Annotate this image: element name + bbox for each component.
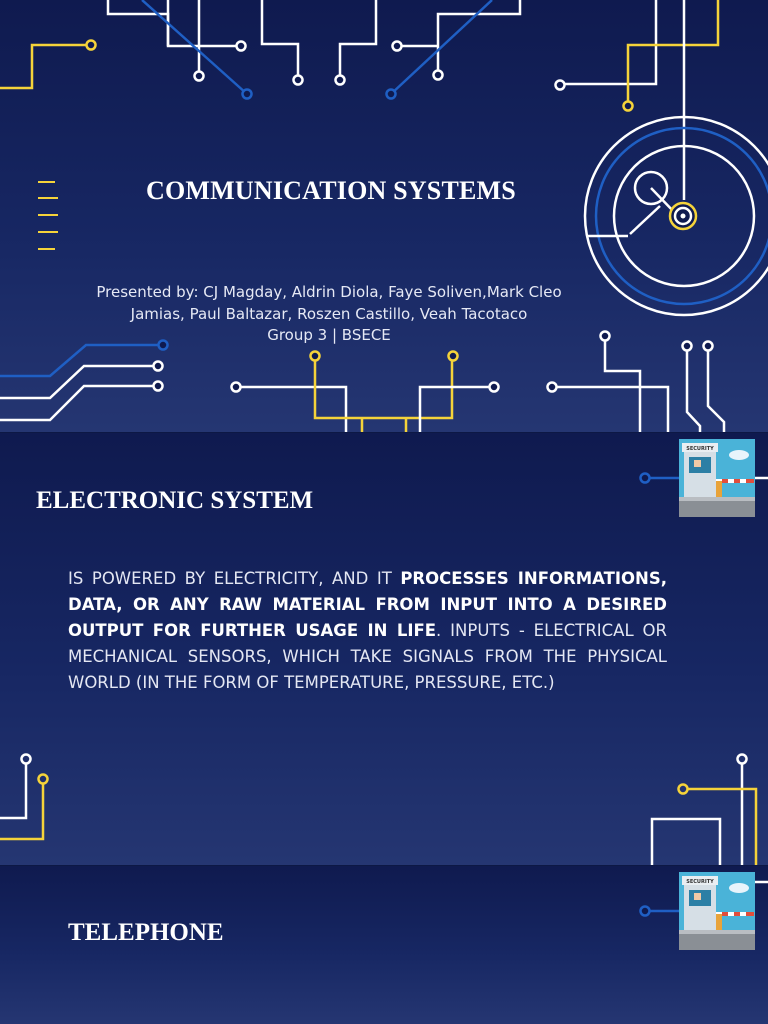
presenters-line: Group 3 | BSECE (267, 326, 391, 344)
circuit-decoration (0, 0, 768, 432)
presenters-line: Jamias, Paul Baltazar, Roszen Castillo, … (130, 304, 528, 323)
slide-title: COMMUNICATION SYSTEMS (146, 176, 516, 205)
slide-title: TELEPHONE (68, 919, 224, 946)
circuit-decoration (0, 472, 768, 865)
body-text: IS POWERED BY ELECTRICITY, AND IT (68, 569, 401, 588)
body-text: . INPUTS - ELECTRICAL OR MECHANICAL SENS… (68, 621, 667, 692)
circuit-decoration (639, 880, 768, 917)
presenters-line: Presented by: CJ Magday, Aldrin Diola, F… (96, 283, 562, 301)
slide-title: ELECTRONIC SYSTEM (36, 487, 314, 514)
security-gate-thumbnail: SECURITY (679, 439, 755, 517)
body-text-bold: PROCESSES INFORMATIONS, DATA, OR ANY RAW… (68, 569, 668, 640)
thumbnail-label: SECURITY (686, 446, 714, 452)
presenters-text: Presented by: CJ Magday, Aldrin Diola, F… (80, 282, 578, 347)
body-paragraph: IS POWERED BY ELECTRICITY, AND IT PROCES… (68, 566, 667, 696)
title-slide[interactable]: COMMUNICATION SYSTEMS Presented by: CJ M… (0, 0, 768, 432)
telephone-slide[interactable]: SECURITY TELEPHONE (0, 866, 768, 1024)
electronic-system-slide[interactable]: SECURITY ELECTRONIC SYSTEM IS POWERED BY… (0, 433, 768, 865)
security-gate-thumbnail: SECURITY (679, 872, 755, 950)
thumbnail-label: SECURITY (686, 879, 714, 885)
